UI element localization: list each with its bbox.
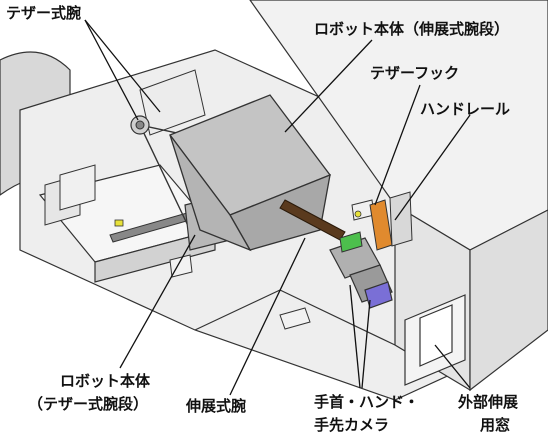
box-left-2 bbox=[59, 164, 96, 211]
tether-hook-marker bbox=[354, 210, 362, 218]
label-handrail: ハンドレール bbox=[420, 100, 511, 118]
label-extension-arm: 伸展式腕 bbox=[186, 397, 247, 415]
label-tether-hook: テザーフック bbox=[370, 64, 460, 82]
leader-ext-window bbox=[434, 344, 471, 389]
right-wall-front bbox=[469, 209, 548, 392]
tether-cable-1 bbox=[139, 124, 191, 231]
handrail-bracket bbox=[389, 191, 413, 247]
label-robot-body-tether-1: ロボット本体 bbox=[60, 372, 151, 390]
leader-robot-body-ext bbox=[284, 39, 373, 133]
label-robot-body-tether-2: （テザー式腕段） bbox=[28, 395, 149, 413]
leader-lines bbox=[84, 19, 471, 396]
label-robot-body-ext: ロボット本体（伸展式腕段） bbox=[314, 20, 510, 38]
label-wrist-hand-camera-2: 手先カメラ bbox=[314, 416, 390, 434]
leader-wrist-b bbox=[361, 299, 371, 389]
leader-tether-arm-b bbox=[84, 19, 161, 113]
tether-pulley-hub bbox=[135, 120, 145, 130]
label-ext-window-1: 外部伸展 bbox=[458, 393, 519, 411]
yellow-marker bbox=[114, 219, 124, 227]
ext-window-opening bbox=[419, 304, 453, 367]
leader-wrist-a bbox=[349, 284, 361, 389]
hand-camera-purple bbox=[364, 281, 393, 309]
robot-body-side bbox=[169, 134, 252, 252]
label-ext-window-2: 用窓 bbox=[480, 416, 511, 434]
leader-tether-arm-a bbox=[84, 19, 139, 121]
leader-robot-body-tether bbox=[119, 234, 196, 369]
leader-handrail bbox=[394, 114, 471, 221]
mount-plate bbox=[279, 307, 311, 330]
leader-tether-hook bbox=[374, 84, 421, 206]
leader-extension-arm bbox=[229, 237, 306, 396]
wrist-green-part bbox=[339, 231, 363, 253]
left-platform-edge bbox=[94, 229, 216, 283]
label-wrist-hand-camera-1: 手首・ハンド・ bbox=[314, 393, 420, 411]
label-tether-arm: テザー式腕 bbox=[6, 4, 82, 22]
